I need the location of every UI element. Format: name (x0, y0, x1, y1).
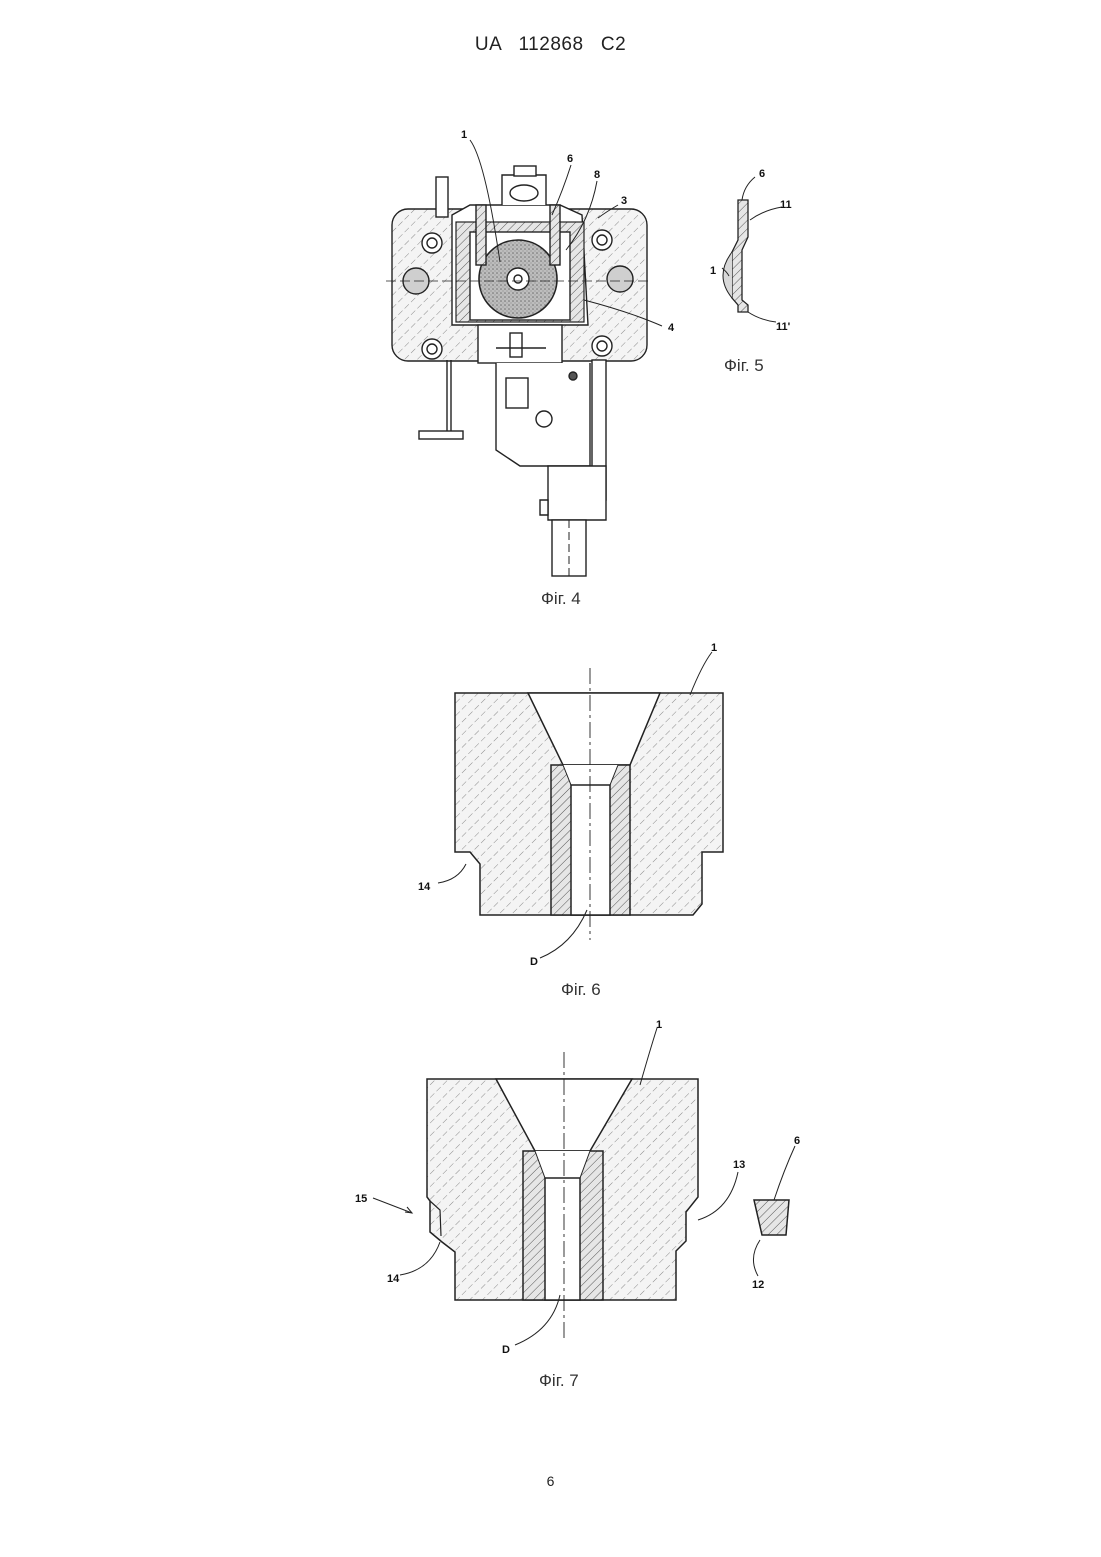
fig5-label-11-prime: 11' (776, 321, 791, 333)
fig7-label-D: D (502, 1344, 510, 1356)
fig5-label-11: 11 (780, 199, 792, 211)
fig7-label-15: 15 (355, 1193, 367, 1205)
fig6-caption: Фіг. 6 (561, 980, 601, 1000)
fig4-label-1: 1 (461, 129, 467, 141)
fig5-label-1: 1 (710, 265, 716, 277)
fig4-label-4: 4 (668, 322, 675, 334)
fig7-caption: Фіг. 7 (539, 1371, 579, 1391)
page-number: 6 (0, 1473, 1101, 1489)
fig7-label-13: 13 (733, 1159, 745, 1171)
fig6-label-1: 1 (711, 642, 717, 654)
fig4-label-3: 3 (621, 195, 627, 207)
figure-7-drawing (373, 1028, 795, 1345)
fig7-label-6: 6 (794, 1135, 800, 1147)
fig6-label-14: 14 (418, 881, 431, 893)
fig5-caption: Фіг. 5 (724, 356, 764, 376)
fig7-label-1: 1 (656, 1019, 662, 1031)
fig4-label-6: 6 (567, 153, 573, 165)
fig4-label-8: 8 (594, 169, 600, 181)
fig7-label-12: 12 (752, 1279, 764, 1291)
fig5-label-6: 6 (759, 168, 765, 180)
fig6-label-D: D (530, 956, 538, 968)
fig4-caption: Фіг. 4 (541, 589, 581, 609)
fig7-label-14: 14 (387, 1273, 400, 1285)
figure-6-drawing (438, 652, 723, 958)
figure-5-drawing (722, 177, 782, 322)
figure-5-labels: 6 11 1 11' (710, 168, 792, 333)
